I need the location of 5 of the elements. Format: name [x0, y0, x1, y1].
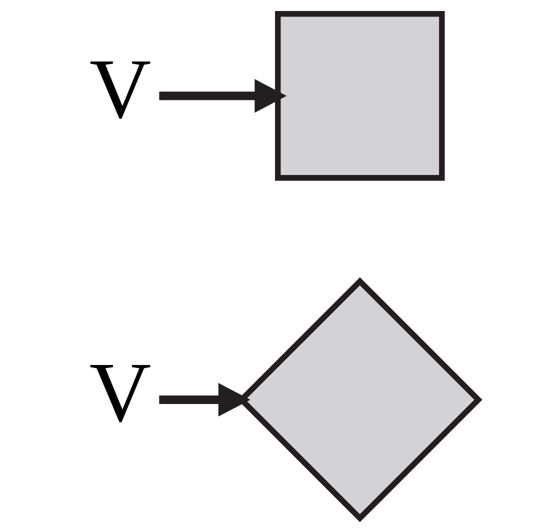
node-text: V: [89, 345, 152, 440]
node-box: [275, 11, 445, 181]
node-text: V: [89, 41, 152, 136]
arrow: [159, 79, 287, 113]
arrow: [159, 382, 250, 417]
